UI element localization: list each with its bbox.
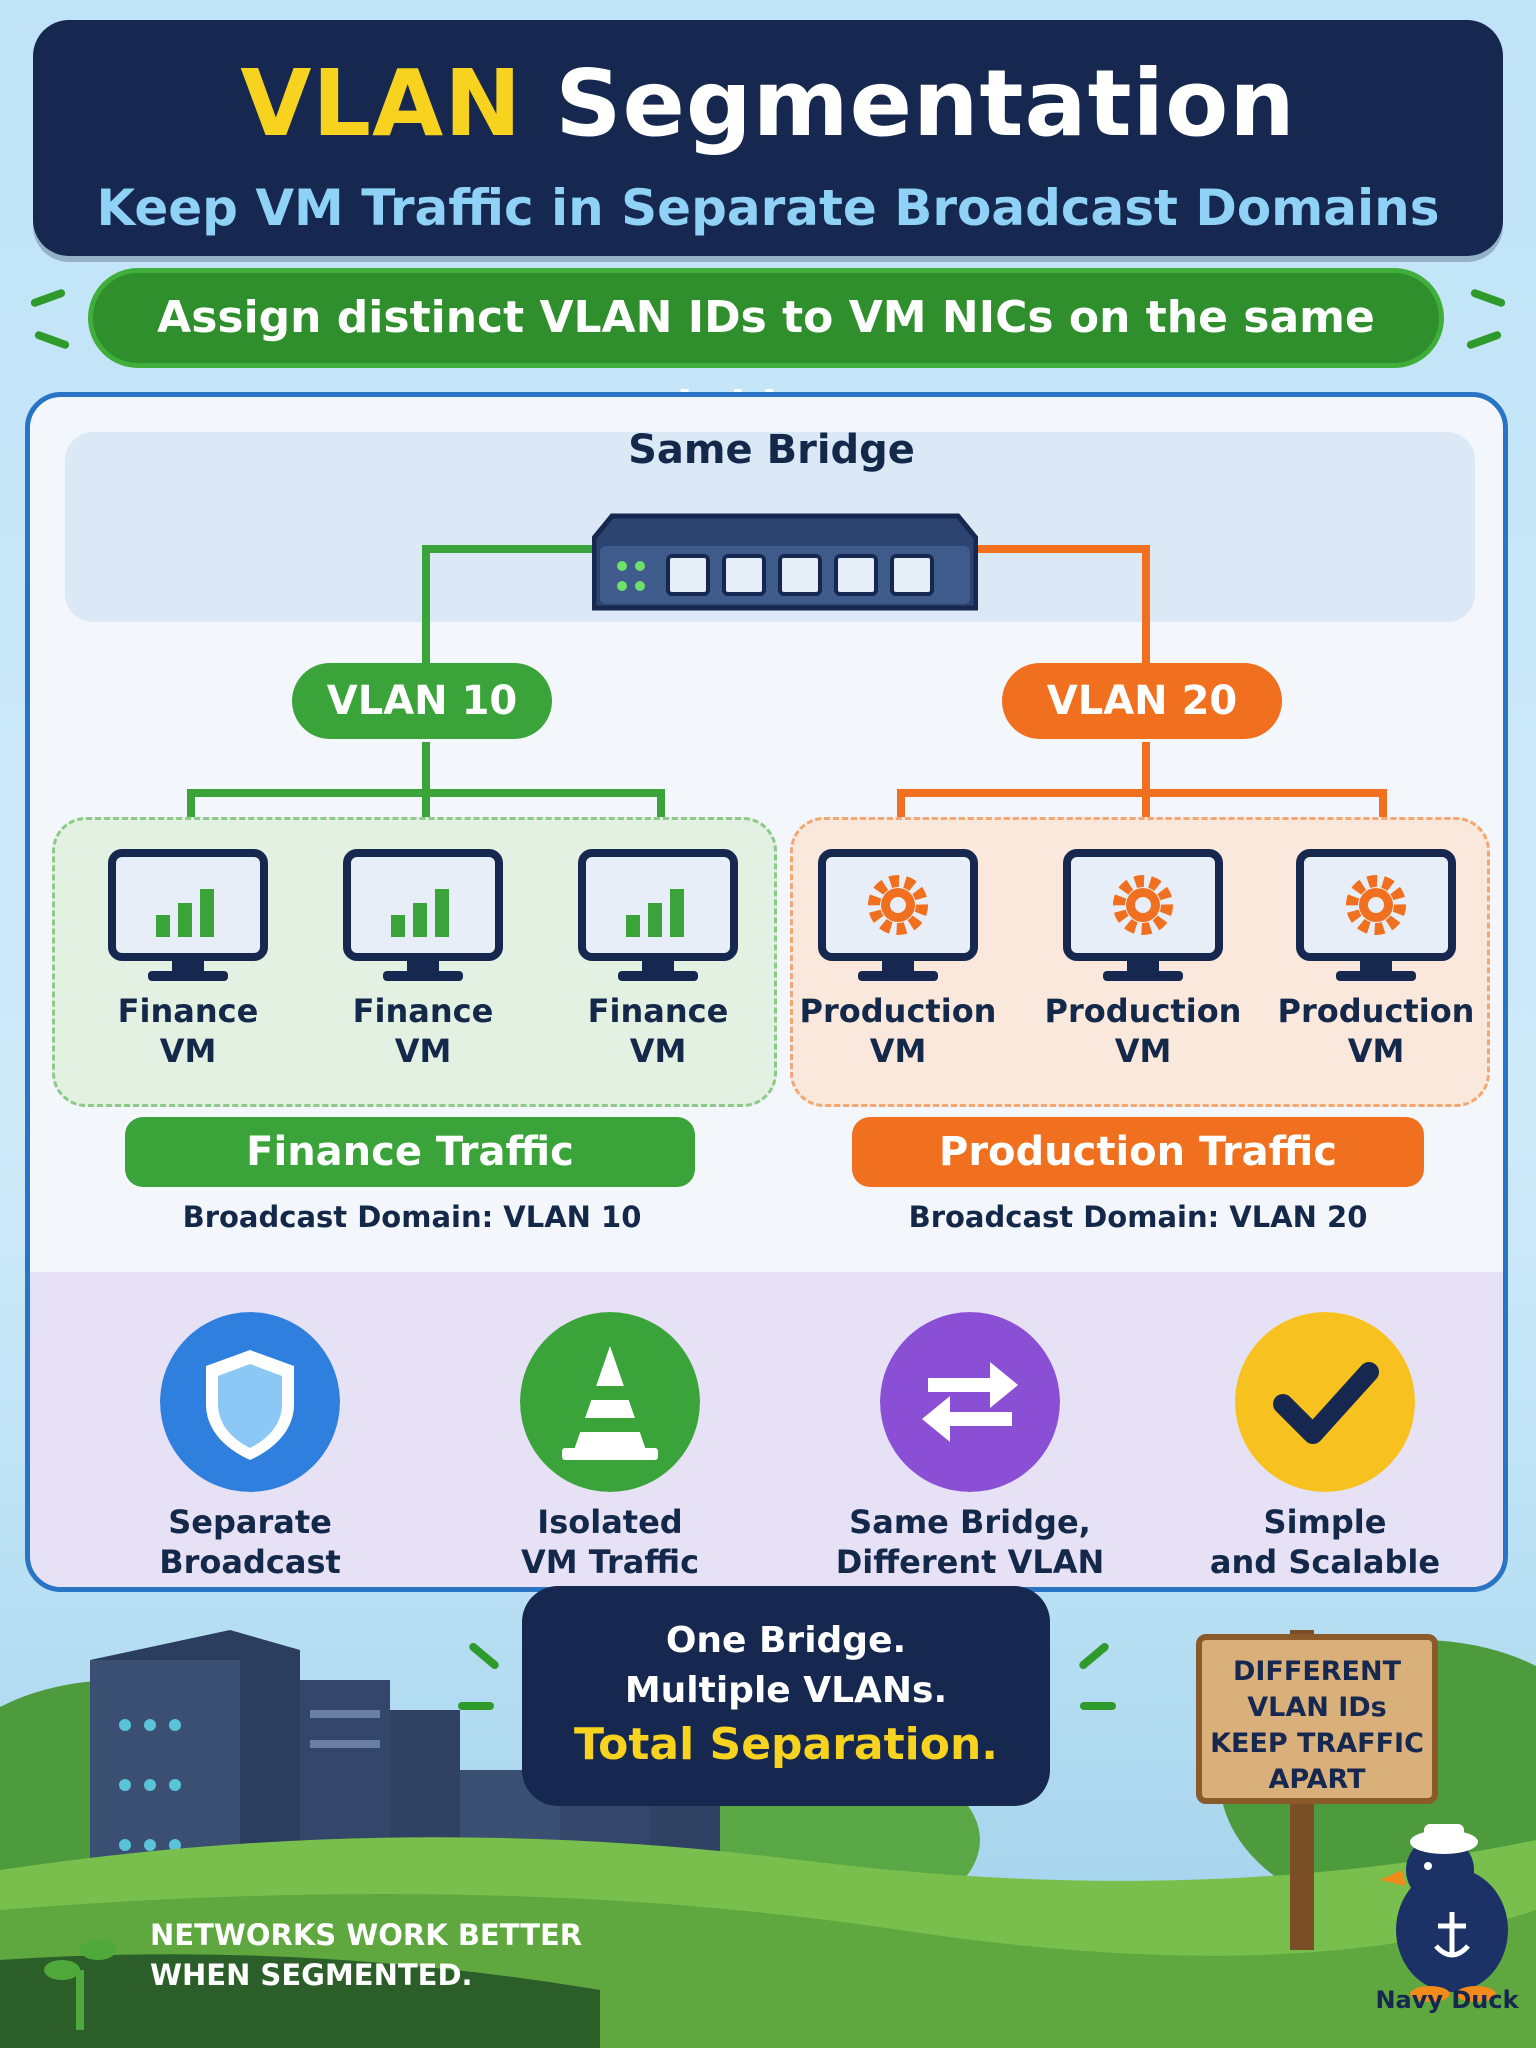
decor-tick bbox=[458, 1702, 494, 1710]
broadcast-domain-20: Broadcast Domain: VLAN 20 bbox=[908, 1200, 1368, 1234]
swap-arrows-icon bbox=[880, 1312, 1060, 1492]
benefit-label-line: VM Traffic bbox=[520, 1543, 700, 1581]
decor-tick bbox=[1465, 330, 1503, 350]
callout-line: Multiple VLANs. bbox=[624, 1670, 948, 1711]
benefit-label: Simple and Scalable bbox=[1175, 1502, 1475, 1582]
mascot-name: Navy Duck bbox=[1375, 1986, 1519, 2014]
benefit-label-line: Isolated bbox=[537, 1503, 683, 1541]
vm-label-line: Finance bbox=[117, 992, 259, 1030]
vlan-10-label: VLAN 10 bbox=[292, 663, 552, 739]
benefit-label-line: Simple bbox=[1263, 1503, 1387, 1541]
monitor-gear-icon bbox=[818, 849, 978, 981]
vm-label-line: VM bbox=[159, 1032, 217, 1070]
footer-note: NETWORKS WORK BETTER WHEN SEGMENTED. bbox=[150, 1915, 650, 1995]
benefit-label-line: and Scalable bbox=[1209, 1543, 1441, 1581]
vm-label-line: VM bbox=[1114, 1032, 1172, 1070]
benefit-label-line: Separate bbox=[168, 1503, 332, 1541]
decor-tick bbox=[1080, 1702, 1116, 1710]
page-title: VLAN Segmentation bbox=[33, 54, 1503, 154]
network-switch-icon bbox=[592, 513, 978, 611]
callout-highlight: Total Separation. bbox=[573, 1719, 998, 1770]
benefit-label-line: Broadcast bbox=[159, 1543, 341, 1581]
vlan-20-label: VLAN 20 bbox=[1002, 663, 1282, 739]
vm-label: Finance VM bbox=[313, 991, 533, 1071]
sign-line: APART bbox=[1268, 1764, 1366, 1795]
header-banner: VLAN Segmentation Keep VM Traffic in Sep… bbox=[33, 20, 1503, 256]
sign-line: KEEP TRAFFIC bbox=[1210, 1728, 1424, 1759]
bridge-label: Same Bridge bbox=[628, 427, 915, 473]
summary-callout: One Bridge. Multiple VLANs. Total Separa… bbox=[522, 1586, 1050, 1806]
title-rest: Segmentation bbox=[555, 50, 1296, 157]
monitor-bar-chart-icon bbox=[108, 849, 268, 981]
vm-label-line: VM bbox=[394, 1032, 452, 1070]
page-subtitle: Keep VM Traffic in Separate Broadcast Do… bbox=[96, 179, 1440, 237]
decor-tick bbox=[1469, 288, 1507, 308]
wire-orange bbox=[978, 545, 1150, 553]
vm-label-line: Finance bbox=[352, 992, 494, 1030]
decor-tick bbox=[29, 288, 67, 308]
vm-label-line: Production bbox=[799, 992, 997, 1030]
wooden-sign: DIFFERENT VLAN IDs KEEP TRAFFIC APART bbox=[1196, 1634, 1438, 1804]
benefits-row: Separate Broadcast Domains Isolated VM T… bbox=[30, 1272, 1503, 1587]
monitor-gear-icon bbox=[1296, 849, 1456, 981]
finance-traffic-label: Finance Traffic bbox=[125, 1117, 695, 1187]
vm-label-line: Finance bbox=[587, 992, 729, 1030]
vm-label-line: Production bbox=[1277, 992, 1475, 1030]
vm-label-line: VM bbox=[1347, 1032, 1405, 1070]
vm-label-line: Production bbox=[1044, 992, 1242, 1030]
traffic-cone-icon bbox=[520, 1312, 700, 1492]
broadcast-domain-10: Broadcast Domain: VLAN 10 bbox=[182, 1200, 642, 1234]
benefit-label-line: Different VLAN IDs bbox=[835, 1543, 1105, 1587]
vm-label: Finance VM bbox=[78, 991, 298, 1071]
shield-icon bbox=[160, 1312, 340, 1492]
sign-line: DIFFERENT bbox=[1232, 1656, 1402, 1687]
benefit-label: Isolated VM Traffic bbox=[460, 1502, 760, 1582]
vm-label: Finance VM bbox=[548, 991, 768, 1071]
vm-label: Production VM bbox=[1033, 991, 1253, 1071]
callout-line: One Bridge. bbox=[665, 1620, 907, 1661]
landscape-illustration bbox=[0, 1630, 1536, 2048]
benefit-label-line: Same Bridge, bbox=[849, 1503, 1091, 1541]
vm-label-line: VM bbox=[869, 1032, 927, 1070]
monitor-bar-chart-icon bbox=[343, 849, 503, 981]
production-traffic-label: Production Traffic bbox=[852, 1117, 1424, 1187]
wire-green bbox=[422, 545, 430, 665]
footer-note-line: NETWORKS WORK BETTER bbox=[150, 1918, 583, 1952]
instruction-banner: Assign distinct VLAN IDs to VM NICs on t… bbox=[88, 268, 1444, 433]
monitor-bar-chart-icon bbox=[578, 849, 738, 981]
checkmark-icon bbox=[1235, 1312, 1415, 1492]
footer-note-line: WHEN SEGMENTED. bbox=[150, 1958, 473, 1992]
vm-label: Production VM bbox=[788, 991, 1008, 1071]
sign-line: VLAN IDs bbox=[1247, 1692, 1387, 1723]
duck-mascot-icon bbox=[1380, 1824, 1508, 2002]
wire-green bbox=[422, 742, 430, 792]
benefit-label-line: Domains bbox=[100, 1582, 400, 1587]
title-accent: VLAN bbox=[240, 50, 523, 157]
vm-label: Production VM bbox=[1266, 991, 1486, 1071]
monitor-gear-icon bbox=[1063, 849, 1223, 981]
wire-orange bbox=[1142, 742, 1150, 792]
benefit-label: Separate Broadcast Domains bbox=[100, 1502, 400, 1587]
diagram-panel: Same Bridge VLAN 10 VLAN 20 bbox=[25, 392, 1508, 1592]
decor-tick bbox=[33, 330, 71, 350]
vm-label-line: VM bbox=[629, 1032, 687, 1070]
wire-green bbox=[422, 545, 592, 553]
wire-orange bbox=[1142, 545, 1150, 665]
benefit-label: Same Bridge, Different VLAN IDs bbox=[820, 1502, 1120, 1587]
